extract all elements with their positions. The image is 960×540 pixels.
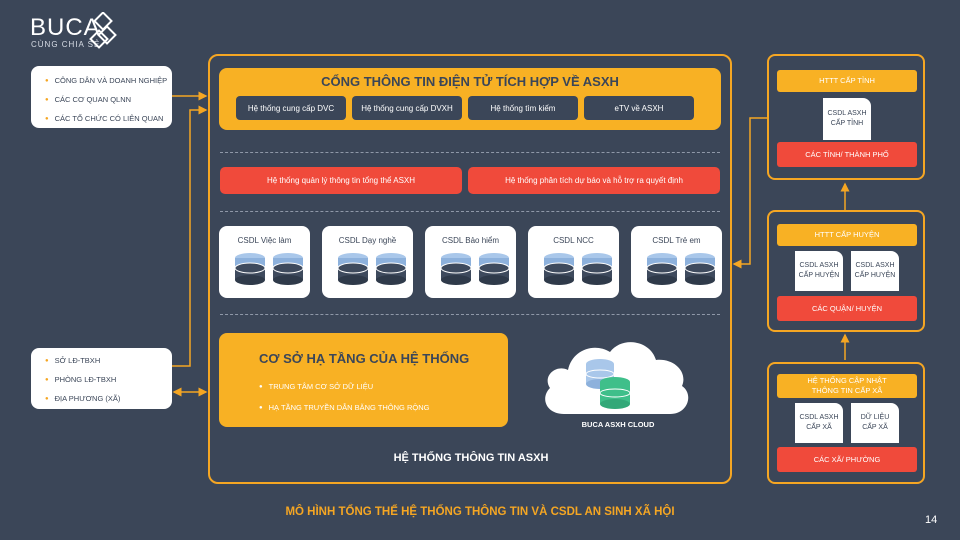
district-db-doc: CSDL ASXH CẤP HUYỆN: [795, 251, 843, 291]
divider: [220, 211, 720, 212]
commune-unit: CÁC XÃ/ PHƯỜNG: [777, 447, 917, 472]
departments-box: SỞ LĐ-TBXH PHÒNG LĐ-TBXH ĐỊA PHƯƠNG (XÃ): [31, 348, 172, 409]
brand-name: BUCA: [30, 14, 101, 41]
database-icon: [337, 253, 407, 285]
brand-logo-icon: [89, 12, 117, 49]
database-label: CSDL Dạy nghề: [338, 236, 397, 245]
database-icon: [234, 253, 304, 285]
portal-title: CỔNG THÔNG TIN ĐIỆN TỬ TÍCH HỢP VỀ ASXH: [321, 74, 619, 89]
department-item: SỞ LĐ-TBXH: [45, 352, 172, 371]
portal-button-dvc[interactable]: Hệ thống cung cấp DVC: [236, 96, 346, 120]
database-label: CSDL Bảo hiểm: [441, 236, 500, 245]
portal-button-dvxh[interactable]: Hệ thống cung cấp DVXH: [352, 96, 462, 120]
database-label: CSDL NCC: [553, 236, 594, 245]
stakeholder-item: CÁC CƠ QUAN QLNN: [45, 91, 172, 110]
database-label: CSDL Việc làm: [237, 236, 292, 245]
province-tag: HTTT CẤP TỈNH: [777, 70, 917, 92]
department-item: ĐỊA PHƯƠNG (XÃ): [45, 390, 172, 409]
brand-tagline: CÙNG CHIA SẺ: [31, 40, 101, 49]
district-frame: [767, 210, 925, 332]
mgmt-system-button[interactable]: Hệ thống quản lý thông tin tổng thể ASXH: [220, 167, 462, 194]
commune-data-doc: DỮ LIỆU CẤP XÃ: [851, 403, 899, 443]
database-icon: [646, 253, 716, 285]
cloud-icon: [545, 342, 689, 414]
infrastructure-title: CƠ SỞ HẠ TẦNG CỦA HỆ THỐNG: [259, 351, 470, 366]
divider: [220, 152, 720, 153]
database-card[interactable]: CSDL Bảo hiểm: [425, 226, 516, 298]
commune-frame: [767, 362, 925, 484]
portal-button-etv[interactable]: eTV về ASXH: [584, 96, 694, 120]
database-icon: [440, 253, 510, 285]
database-label: CSDL Trẻ em: [652, 236, 701, 245]
database-card[interactable]: CSDL Việc làm: [219, 226, 310, 298]
analytics-system-button[interactable]: Hệ thống phân tích dự báo và hỗ trợ ra q…: [468, 167, 720, 194]
province-frame: [767, 54, 925, 180]
stakeholder-item: CÁC TỔ CHỨC CÓ LIÊN QUAN: [45, 110, 172, 129]
cloud-label: BUCA ASXH CLOUD: [581, 420, 655, 429]
database-card[interactable]: CSDL NCC: [528, 226, 619, 298]
province-unit: CÁC TỈNH/ THÀNH PHỐ: [777, 142, 917, 167]
commune-db-doc: CSDL ASXH CẤP XÃ: [795, 403, 843, 443]
database-icon: [543, 253, 613, 285]
province-db-doc: CSDL ASXH CẤP TỈNH: [823, 98, 871, 140]
department-item: PHÒNG LĐ-TBXH: [45, 371, 172, 390]
system-title: HỆ THỐNG THÔNG TIN ASXH: [393, 452, 549, 464]
portal-button-search[interactable]: Hệ thống tìm kiếm: [468, 96, 578, 120]
district-db-doc: CSDL ASXH CẤP HUYỆN: [851, 251, 899, 291]
footer-title: MÔ HÌNH TỔNG THỂ HỆ THỐNG THÔNG TIN VÀ C…: [285, 506, 675, 518]
database-card[interactable]: CSDL Dạy nghề: [322, 226, 413, 298]
district-tag: HTTT CẤP HUYỆN: [777, 224, 917, 246]
stakeholder-item: CÔNG DÂN VÀ DOANH NGHIỆP: [45, 72, 172, 91]
database-card[interactable]: CSDL Trẻ em: [631, 226, 722, 298]
commune-tag: HỆ THỐNG CẬP NHẬT THÔNG TIN CẤP XÃ: [777, 374, 917, 398]
main-system-frame: [208, 54, 732, 484]
infrastructure-panel: CƠ SỞ HẠ TẦNG CỦA HỆ THỐNG TRUNG TÂM CƠ …: [219, 333, 508, 427]
infrastructure-item: HẠ TẦNG TRUYỀN DẪN BĂNG THÔNG RỘNG: [259, 398, 430, 419]
district-unit: CÁC QUẬN/ HUYỆN: [777, 296, 917, 321]
stakeholders-box: CÔNG DÂN VÀ DOANH NGHIỆP CÁC CƠ QUAN QLN…: [31, 66, 172, 128]
divider: [220, 314, 720, 315]
infrastructure-item: TRUNG TÂM CƠ SỞ DỮ LIỆU: [259, 377, 429, 398]
cloud-database-icon: [585, 359, 631, 409]
page-number: 14: [925, 514, 938, 526]
